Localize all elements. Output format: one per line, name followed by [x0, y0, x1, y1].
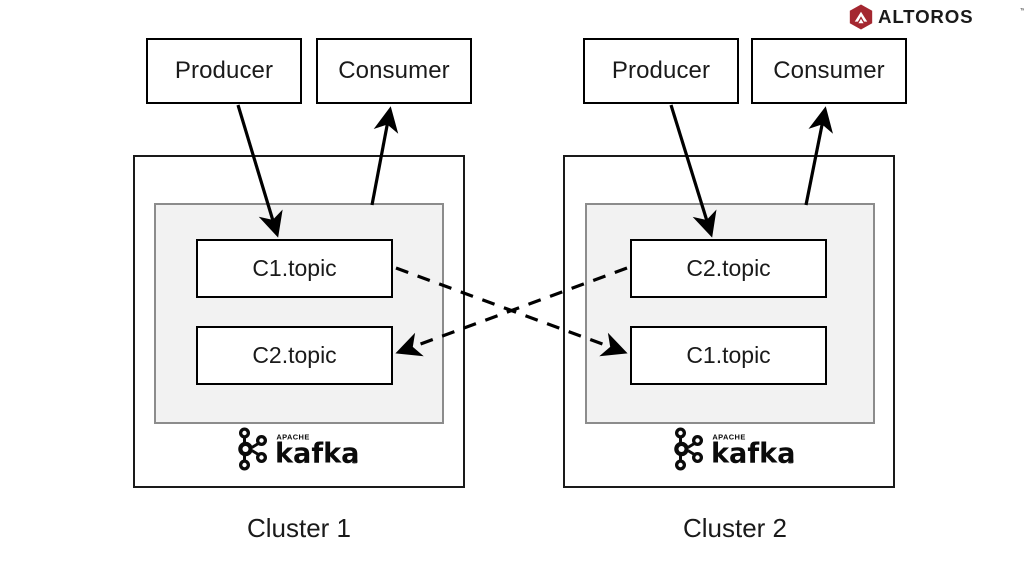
altoros-hexagon-icon — [849, 4, 873, 30]
kafka-logo-cluster-1: APACHE kafka ® — [236, 427, 377, 471]
cluster-caption-text: Cluster 2 — [682, 513, 788, 543]
topic-label: C2.topic — [252, 342, 337, 368]
producer-box-cluster-1[interactable]: Producer — [146, 38, 302, 104]
svg-text:®: ® — [352, 457, 358, 466]
consumer-box-cluster-2[interactable]: Consumer — [751, 38, 907, 104]
consumer-label: Consumer — [773, 57, 885, 84]
producer-label: Producer — [174, 57, 274, 84]
cluster-caption-2: Cluster 2 — [615, 513, 855, 544]
broker-panel-cluster-1 — [154, 203, 444, 424]
topic-label: C2.topic — [686, 255, 771, 281]
topic-box-cluster-1-replicated[interactable]: C2.topic — [196, 326, 393, 385]
svg-text:kafka: kafka — [275, 439, 360, 468]
altoros-logo: ALTOROS ™ — [848, 3, 1024, 31]
broker-panel-cluster-2 — [585, 203, 875, 424]
topic-label: C1.topic — [252, 255, 337, 281]
svg-text:®: ® — [788, 457, 794, 466]
kafka-wordmark: APACHE kafka ® — [275, 433, 360, 468]
producer-box-cluster-2[interactable]: Producer — [583, 38, 739, 104]
svg-text:ALTOROS: ALTOROS — [878, 6, 973, 27]
svg-text:kafka: kafka — [711, 439, 796, 468]
kafka-icon — [238, 427, 267, 471]
altoros-wordmark: ALTOROS ™ — [878, 6, 1024, 27]
svg-text:APACHE: APACHE — [276, 433, 309, 442]
consumer-box-cluster-1[interactable]: Consumer — [316, 38, 472, 104]
producer-label: Producer — [611, 57, 711, 84]
kafka-logo-cluster-2: APACHE kafka ® — [672, 427, 813, 471]
kafka-icon — [674, 427, 703, 471]
consumer-label: Consumer — [338, 57, 450, 84]
svg-text:™: ™ — [1020, 8, 1024, 15]
kafka-wordmark: APACHE kafka ® — [711, 433, 796, 468]
cluster-caption-text: Cluster 1 — [246, 513, 352, 543]
topic-label: C1.topic — [686, 342, 771, 368]
cluster-caption-1: Cluster 1 — [179, 513, 419, 544]
topic-box-cluster-1-local[interactable]: C1.topic — [196, 239, 393, 298]
topic-box-cluster-2-replicated[interactable]: C1.topic — [630, 326, 827, 385]
topic-box-cluster-2-local[interactable]: C2.topic — [630, 239, 827, 298]
svg-text:APACHE: APACHE — [712, 433, 745, 442]
